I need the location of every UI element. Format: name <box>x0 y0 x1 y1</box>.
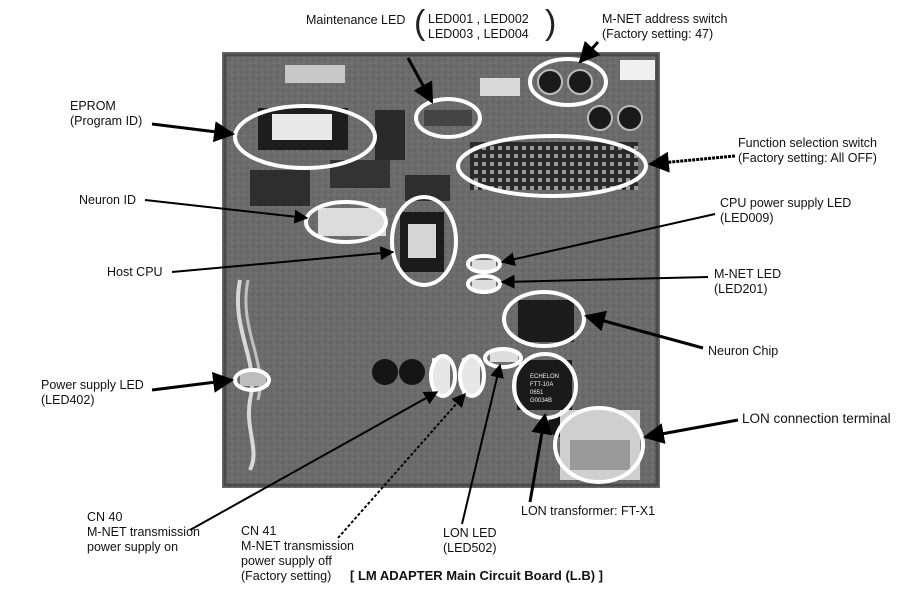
label-power-supply-led: Power supply LED (LED402) <box>41 378 144 407</box>
ellipse-power-supply-led <box>233 368 271 392</box>
label-cn41: CN 41 M-NET transmission power supply of… <box>241 524 354 583</box>
label-lon-led: LON LED (LED502) <box>443 526 497 555</box>
arrow-host-cpu <box>171 246 395 273</box>
arrow-neuron-id <box>144 199 309 224</box>
label-maintenance-led-ids: LED001 , LED002 LED003 , LED004 <box>428 12 529 41</box>
arrow-lon-led <box>461 363 504 525</box>
ellipse-cn41 <box>458 354 486 398</box>
ellipse-function-switch <box>456 134 648 198</box>
arrow-cn41 <box>337 392 466 539</box>
paren-right: ) <box>545 4 557 42</box>
label-mnet-address-switch: M-NET address switch (Factory setting: 4… <box>602 12 728 41</box>
arrow-cpu-power-led <box>500 213 716 267</box>
label-lon-terminal: LON connection terminal <box>742 411 891 426</box>
arrow-lon-transformer <box>528 412 553 503</box>
arrow-maintenance-led <box>406 57 434 104</box>
ellipse-lon-terminal <box>553 406 645 484</box>
arrow-power-supply-led <box>151 371 235 393</box>
ellipse-host-cpu <box>390 195 458 287</box>
label-neuron-id: Neuron ID <box>79 193 136 207</box>
chip-text-model: FTT-10A <box>530 382 553 388</box>
chip-text-code1: 0651 <box>530 390 544 396</box>
ellipse-mnet-address-switch <box>528 57 608 107</box>
label-mnet-led: M-NET LED (LED201) <box>714 267 782 296</box>
arrow-cn40 <box>189 391 439 531</box>
label-cpu-power-led: CPU power supply LED (LED009) <box>720 196 852 225</box>
arrow-neuron-chip <box>583 310 704 350</box>
ellipse-maintenance-led <box>414 97 482 139</box>
arrow-mnet-address-switch <box>578 40 601 64</box>
circuit-board <box>222 52 660 488</box>
figure-caption: [ LM ADAPTER Main Circuit Board (L.B) ] <box>350 568 604 583</box>
arrow-function-switch <box>647 151 736 173</box>
chip-text-brand: ECHELON <box>530 374 559 380</box>
paren-left: ( <box>414 4 426 42</box>
arrow-eprom <box>151 121 236 143</box>
arrow-mnet-led <box>500 274 709 289</box>
label-cn40: CN 40 M-NET transmission power supply on <box>87 510 200 554</box>
label-neuron-chip: Neuron Chip <box>708 344 779 358</box>
ellipse-cpu-power-led <box>466 254 502 274</box>
ellipse-cn40 <box>429 354 457 398</box>
ellipse-mnet-led <box>466 274 502 294</box>
leader-arrows <box>144 40 739 539</box>
arrow-lon-terminal <box>642 418 739 444</box>
label-eprom: EPROM (Program ID) <box>70 99 143 128</box>
label-lon-transformer: LON transformer: FT-X1 <box>521 504 656 518</box>
chip-text-code2: G0034B <box>530 398 552 404</box>
label-maintenance-led: Maintenance LED <box>306 13 406 27</box>
label-host-cpu: Host CPU <box>107 265 163 279</box>
label-function-switch: Function selection switch (Factory setti… <box>738 136 877 165</box>
